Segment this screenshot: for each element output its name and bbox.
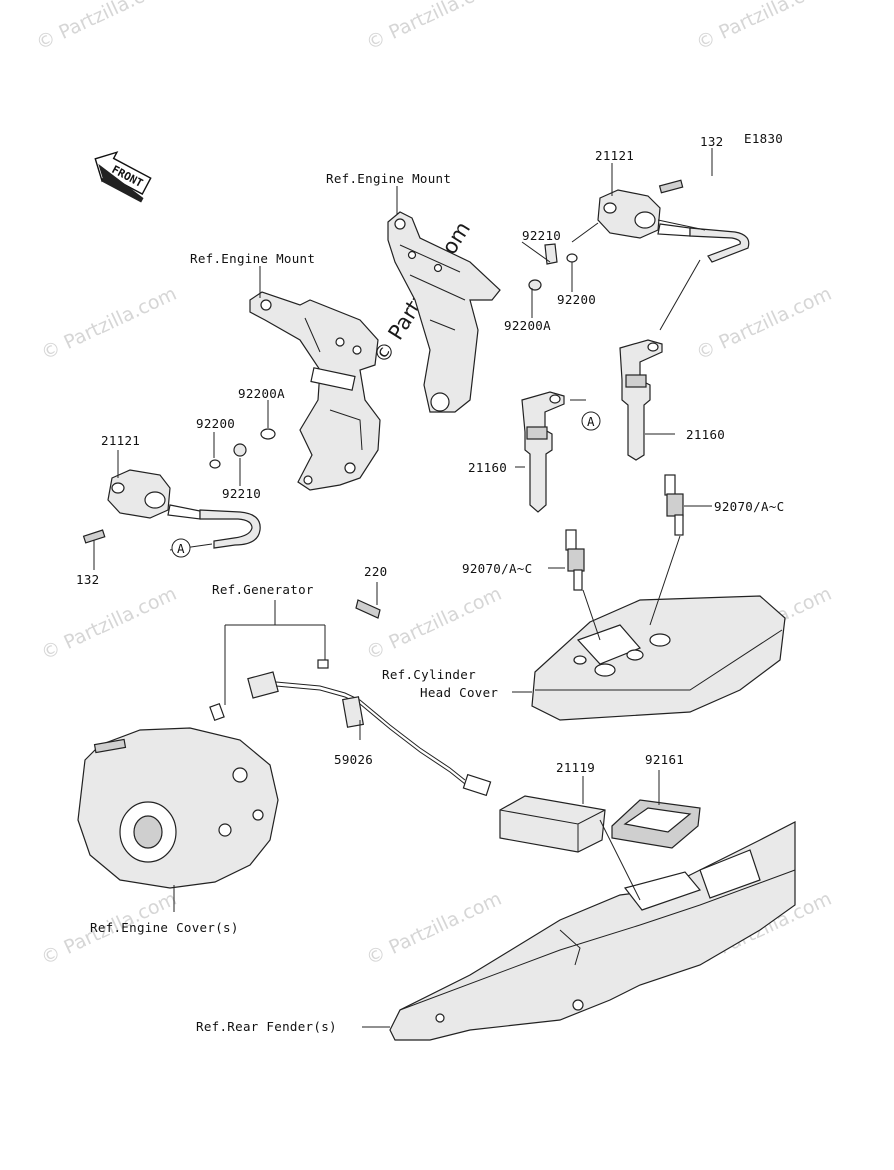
ignition-coil-left xyxy=(82,469,261,549)
label-92070-right: 92070/A~C xyxy=(714,499,784,514)
sensor-harness xyxy=(209,599,492,797)
label-132-right: 132 xyxy=(700,134,723,149)
watermark: © Partzilla.com xyxy=(693,283,835,365)
watermark: © Partzilla.com xyxy=(363,888,505,970)
spark-plug-right xyxy=(664,474,684,536)
spark-plug-cap-mid xyxy=(521,391,565,513)
watermark: © Partzilla.com xyxy=(363,583,505,665)
label-ref-generator: Ref.Generator xyxy=(212,582,314,597)
label-21160-right: 21160 xyxy=(686,427,725,442)
label-132-left: 132 xyxy=(76,572,99,587)
label-ref-engine-mount-top: Ref.Engine Mount xyxy=(326,171,451,186)
label-220: 220 xyxy=(364,564,387,579)
label-ref-engine-mount-left: Ref.Engine Mount xyxy=(190,251,315,266)
label-92161: 92161 xyxy=(645,752,684,767)
watermark: © Partzilla.com xyxy=(693,0,835,55)
label-ref-engine-cover: Ref.Engine Cover(s) xyxy=(90,920,239,935)
ecu-unit xyxy=(499,795,606,853)
label-21119: 21119 xyxy=(556,760,595,775)
callout-a-right: A xyxy=(581,411,601,431)
watermark: © Partzilla.com xyxy=(38,583,180,665)
label-ref-cylinder-line2: Head Cover xyxy=(420,685,498,700)
part-labels: Ref.Engine Mount Ref.Engine Mount 21121 … xyxy=(76,134,784,1034)
ignition-coil-right xyxy=(528,179,750,291)
label-92200-right: 92200 xyxy=(557,292,596,307)
label-92210-left: 92210 xyxy=(222,486,261,501)
engine-cover-generator xyxy=(77,727,279,889)
cylinder-head-cover xyxy=(531,595,786,721)
watermark: © Partzilla.com xyxy=(38,283,180,365)
label-92210-right: 92210 xyxy=(522,228,561,243)
label-21121-right: 21121 xyxy=(595,148,634,163)
spark-plug-cap-right xyxy=(619,339,663,461)
front-arrow-icon: FRONT xyxy=(94,151,152,203)
leader-lines xyxy=(93,148,713,1028)
callout-a-left-label: A xyxy=(177,541,185,556)
callout-a-left: A xyxy=(171,538,191,558)
label-21121-left: 21121 xyxy=(101,433,140,448)
figure-code: E1830 xyxy=(744,131,783,146)
label-92200a-right: 92200A xyxy=(504,318,551,333)
label-92070-mid: 92070/A~C xyxy=(462,561,532,576)
watermark: © Partzilla.com xyxy=(33,0,175,55)
label-59026: 59026 xyxy=(334,752,373,767)
label-ref-cylinder-line1: Ref.Cylinder xyxy=(382,667,476,682)
engine-mount-center xyxy=(387,211,501,413)
spark-plug-mid xyxy=(565,529,585,591)
label-92200a-left: 92200A xyxy=(238,386,285,401)
callout-a-right-label: A xyxy=(587,414,595,429)
ecu-bracket xyxy=(611,799,701,849)
label-92200-left: 92200 xyxy=(196,416,235,431)
rear-fender xyxy=(389,821,796,1041)
label-21160-mid: 21160 xyxy=(468,460,507,475)
watermark: © Partzilla.com xyxy=(363,0,505,55)
engine-mount-left xyxy=(249,291,381,491)
label-ref-rear-fender: Ref.Rear Fender(s) xyxy=(196,1019,337,1034)
left-hardware xyxy=(209,428,276,469)
